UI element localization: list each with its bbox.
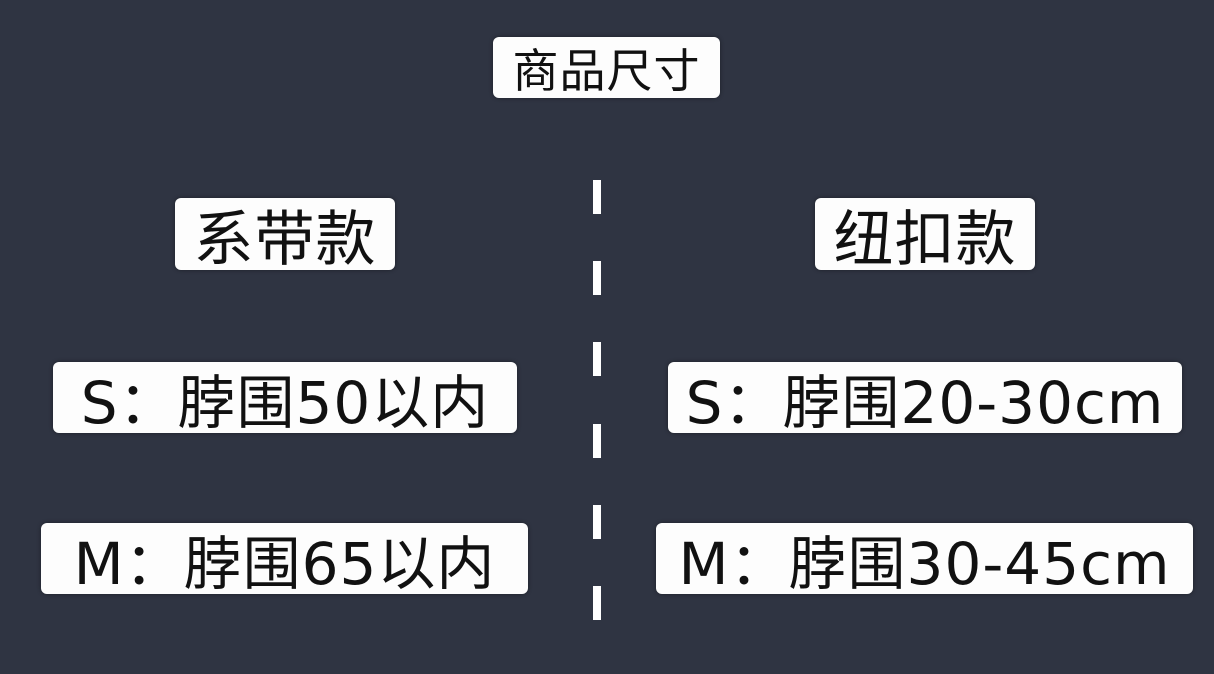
divider-dash bbox=[593, 424, 601, 458]
divider-dash bbox=[593, 505, 601, 539]
tie-size-m: M：脖围65以内 bbox=[41, 523, 528, 598]
page-title: 商品尺寸 bbox=[493, 37, 720, 98]
tie-style-heading: 系带款 bbox=[175, 198, 395, 275]
button-size-m: M：脖围30-45cm bbox=[656, 523, 1193, 598]
button-size-s: S：脖围20-30cm bbox=[668, 362, 1182, 437]
button-style-heading: 纽扣款 bbox=[815, 198, 1035, 275]
divider-dash bbox=[593, 261, 601, 295]
tie-size-s: S：脖围50以内 bbox=[53, 362, 517, 437]
divider-dash bbox=[593, 180, 601, 214]
divider-dash bbox=[593, 586, 601, 620]
divider-dash bbox=[593, 342, 601, 376]
